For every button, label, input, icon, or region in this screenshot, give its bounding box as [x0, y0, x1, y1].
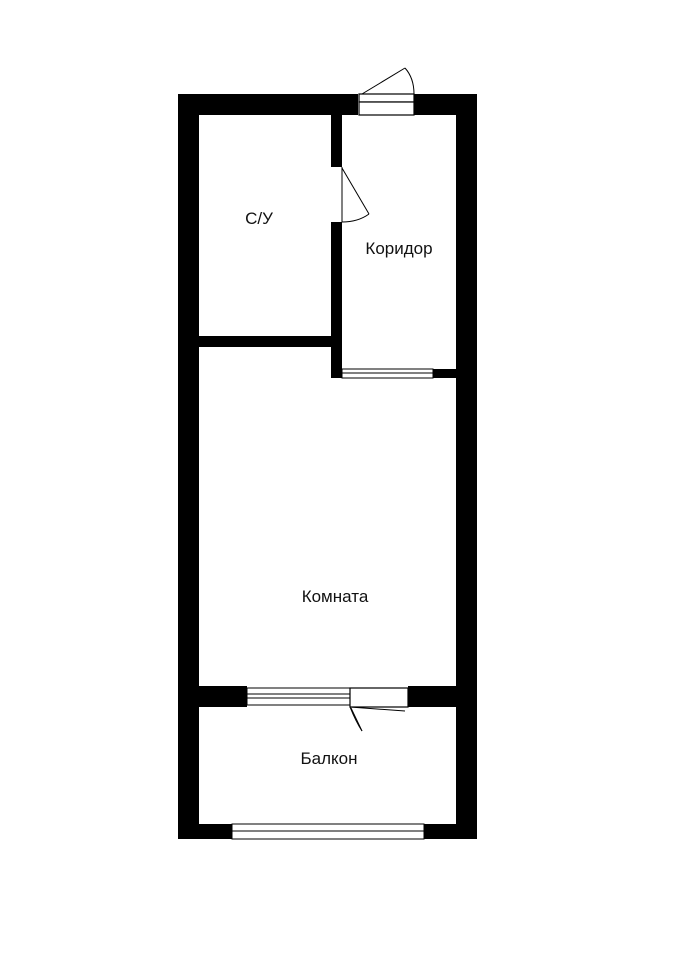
wall-balcony-bottom-right: [424, 824, 456, 839]
wall-balcony-right: [408, 686, 456, 707]
room-label-corridor: Коридор: [365, 239, 432, 258]
balcony-glazing: [231, 823, 425, 840]
balcony-door: [349, 687, 409, 732]
wall-left: [178, 94, 199, 839]
entrance-door: [358, 67, 415, 116]
wall-bathroom-right-lower: [331, 222, 342, 378]
wall-right: [456, 94, 477, 839]
wall-balcony-bottom-left: [199, 824, 232, 839]
wall-bathroom-bottom: [199, 336, 342, 347]
bathroom-door: [341, 167, 370, 223]
room-label-room: Комната: [302, 587, 369, 606]
wall-top-left: [178, 94, 358, 115]
wall-bathroom-right: [331, 115, 342, 167]
wall-corridor-bottom-stub: [433, 369, 456, 378]
room-label-balcony: Балкон: [300, 749, 357, 768]
wall-balcony-left: [199, 686, 247, 707]
corridor-opening: [341, 368, 434, 379]
room-label-bathroom: С/У: [245, 209, 273, 228]
balcony-window: [246, 687, 351, 706]
